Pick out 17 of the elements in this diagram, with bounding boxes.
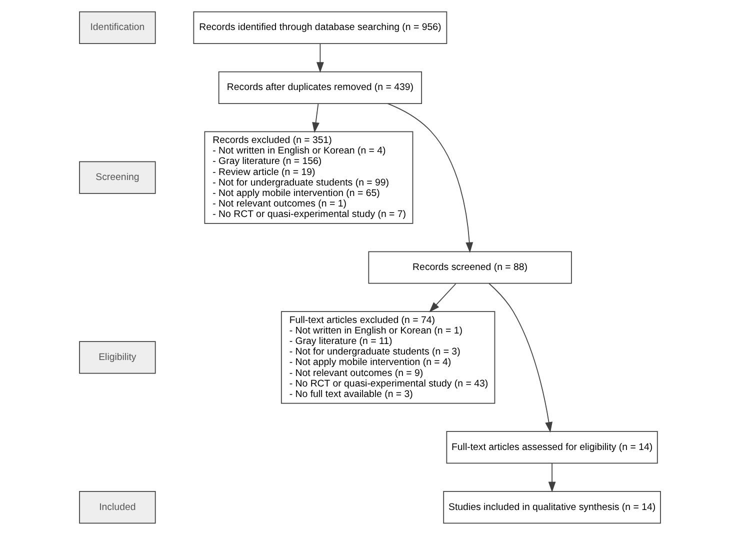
node-box: Studies included in qualitative synthesis (n = 14)	[443, 490, 661, 524]
node-box: Full-text articles assessed for eligibility (n = 14)	[446, 431, 658, 464]
arrow	[316, 43, 324, 73]
arrow	[429, 283, 456, 312]
node-box: Screening	[79, 161, 156, 194]
arrow	[312, 103, 320, 133]
node-box: Records screened (n = 88)	[368, 251, 572, 284]
arrow	[387, 103, 474, 253]
node-box: Full-text articles excluded (n = 74) - Not written in English or Korean (n = 1) - Gray literature (n = 11) - Not for undergraduate students (n = 3) - Not apply mobile intervention (n = 4) - Not relevant outcomes (n = 9) - No RCT or quasi-experimental study (n = 43) - No full text available (n = 3)	[280, 311, 496, 404]
node-box: Records after duplicates removed (n = 439)	[218, 71, 422, 104]
arrow	[488, 283, 552, 433]
arrow	[548, 463, 556, 492]
node-box: Included	[79, 490, 156, 524]
node-box: Identification	[79, 11, 156, 44]
node-box: Eligibility	[79, 341, 156, 374]
node-box: Records excluded (n = 351) - Not written in English or Korean (n = 4) - Gray literature (n = 156) - Review article (n = 19) - Not for undergraduate students (n = 99) - Not apply mobile intervention (n = 65) - Not relevant outcomes (n = 1) - No RCT or quasi-experimental study (n = 7)	[204, 131, 414, 224]
node-box: Records identified through database searching (n = 956)	[193, 11, 448, 44]
